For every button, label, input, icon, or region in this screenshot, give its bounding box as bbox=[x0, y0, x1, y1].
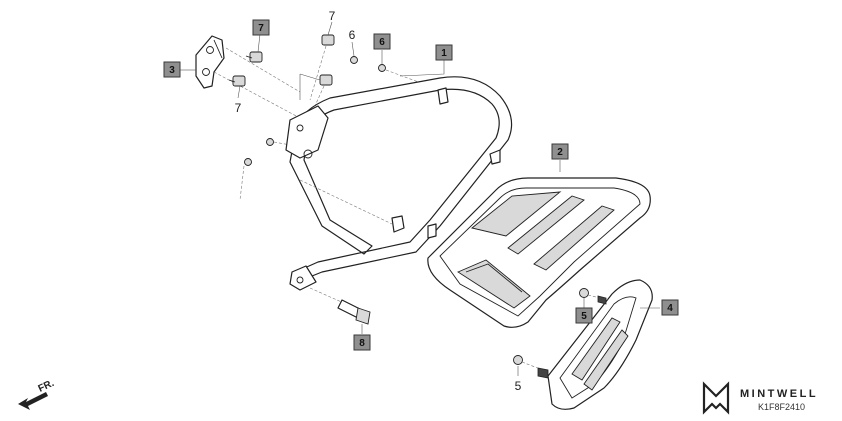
callout-4: 4 bbox=[661, 299, 679, 316]
bolt-upper-right bbox=[579, 288, 609, 305]
carrier-plate-part bbox=[427, 177, 651, 328]
rear-frame-part bbox=[285, 76, 513, 291]
side-cover-part bbox=[547, 279, 653, 410]
svg-text:6: 6 bbox=[379, 37, 385, 48]
watermark-brand: MINTWELL bbox=[740, 388, 818, 400]
svg-text:FR.: FR. bbox=[37, 378, 56, 395]
callout-3: 3 bbox=[163, 61, 181, 78]
label-5-bottom: 5 bbox=[515, 379, 522, 393]
svg-text:3: 3 bbox=[169, 65, 175, 76]
callout-8: 8 bbox=[353, 334, 371, 351]
svg-text:7: 7 bbox=[258, 23, 264, 34]
callout-2: 2 bbox=[551, 143, 569, 160]
callout-7: 7 bbox=[252, 19, 270, 36]
svg-text:8: 8 bbox=[359, 338, 365, 349]
label-7-left: 7 bbox=[235, 101, 242, 115]
label-6-top: 6 bbox=[349, 28, 356, 42]
flange-bolt-top-pair bbox=[299, 34, 335, 109]
callout-6: 6 bbox=[373, 33, 391, 50]
flange-bolt-lower-left bbox=[213, 71, 301, 119]
callout-1: 1 bbox=[435, 44, 453, 61]
drawing-code: K1F8F2410 bbox=[758, 402, 805, 412]
label-7-top: 7 bbox=[329, 9, 336, 23]
screw-small-left bbox=[239, 138, 297, 201]
bolt-lower-left bbox=[513, 355, 549, 379]
svg-text:4: 4 bbox=[667, 303, 673, 314]
mintwell-logo-icon bbox=[702, 381, 730, 415]
svg-text:2: 2 bbox=[557, 147, 563, 158]
front-arrow-icon: FR. bbox=[18, 378, 56, 410]
svg-text:1: 1 bbox=[441, 48, 447, 59]
long-bolt-part bbox=[309, 287, 371, 325]
bracket-plate-part bbox=[195, 35, 225, 89]
svg-text:5: 5 bbox=[581, 311, 587, 322]
flange-bolt-upper-left bbox=[225, 47, 301, 93]
callout-5: 5 bbox=[575, 307, 593, 324]
